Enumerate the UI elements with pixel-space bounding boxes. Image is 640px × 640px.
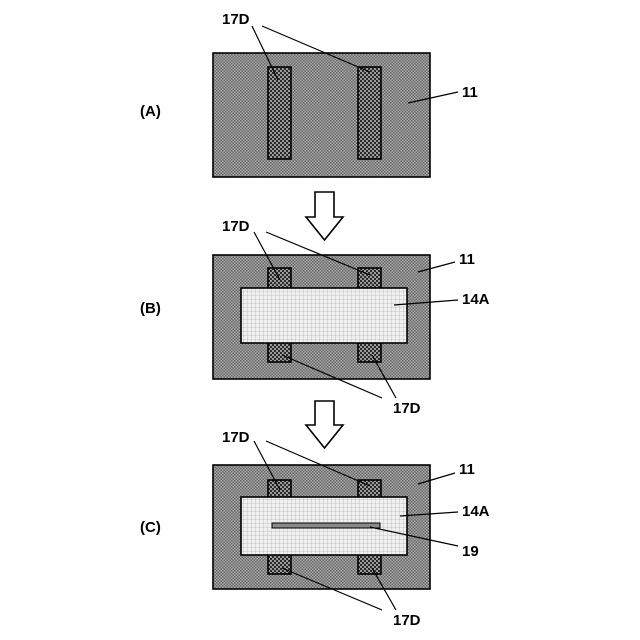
slit-label: 19: [462, 543, 479, 560]
arrow-down-icon: [306, 192, 343, 240]
electrode-left: [268, 67, 291, 159]
substrate-label: 11: [459, 251, 475, 268]
stage-label-c: (C): [140, 519, 161, 536]
electrode-label-bottom: 17D: [393, 400, 421, 417]
film-layer: [241, 288, 407, 343]
stage-label-b: (B): [140, 300, 161, 317]
electrode-right: [358, 67, 381, 159]
electrode-label-top: 17D: [222, 218, 250, 235]
electrode-label-bottom: 17D: [393, 612, 421, 629]
arrow-down-icon: [306, 401, 343, 448]
film-label: 14A: [462, 291, 490, 308]
substrate-label: 11: [459, 461, 475, 478]
film-label: 14A: [462, 503, 490, 520]
stage-a: (A) 17D 11: [140, 11, 478, 177]
substrate-label: 11: [462, 84, 478, 101]
electrode-label-top: 17D: [222, 429, 250, 446]
stage-c: (C) 17D 11 14A 19 17D: [140, 429, 490, 629]
stage-b: (B) 17D 11 14A 17D: [140, 218, 490, 417]
stage-label-a: (A): [140, 103, 161, 120]
slit: [272, 523, 380, 528]
electrode-label-top: 17D: [222, 11, 250, 28]
substrate: [213, 53, 430, 177]
